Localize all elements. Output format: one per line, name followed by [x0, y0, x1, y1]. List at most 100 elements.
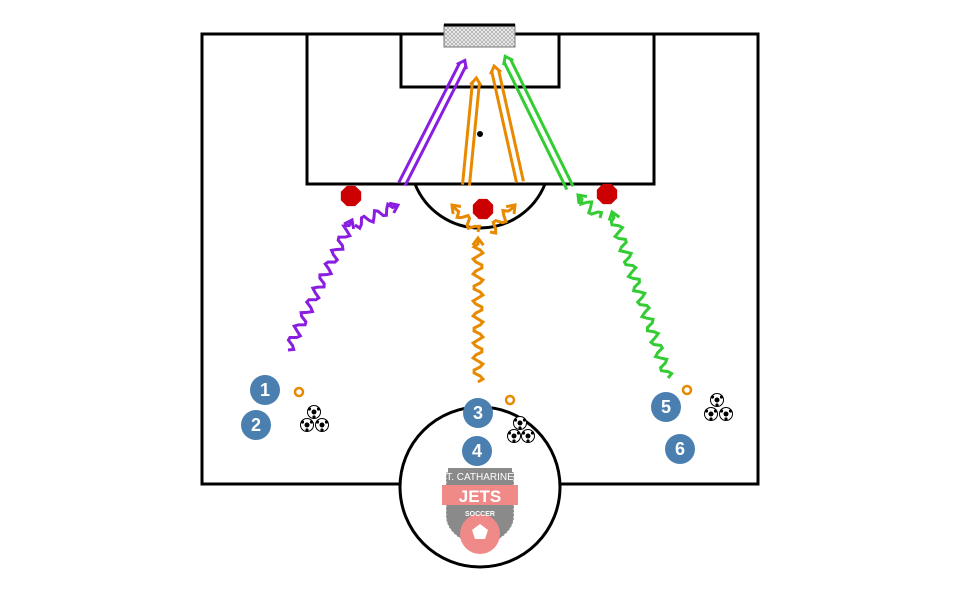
- orange-dribble-right: [489, 203, 517, 235]
- ball-patch: [714, 397, 720, 403]
- player-label: 3: [473, 403, 483, 423]
- orange-dribble-left-arrow: [450, 203, 462, 215]
- orange-shot-right: [490, 68, 525, 184]
- marker-disc-3: [681, 384, 693, 396]
- ball-patch: [719, 395, 724, 399]
- ball-patch: [513, 418, 518, 422]
- ball-patch: [723, 411, 729, 417]
- green-shot-path-arrow: [502, 54, 514, 66]
- ball-patch: [304, 422, 310, 428]
- purple-dribble-path-2: [354, 201, 399, 231]
- orange-dribble-path-arrow: [471, 235, 485, 247]
- player-label: 4: [472, 441, 482, 461]
- ball-patch: [307, 407, 312, 411]
- player-label: 2: [251, 415, 261, 435]
- logo-ball-patch: [472, 524, 488, 539]
- soccer-ball-icon: [507, 429, 521, 443]
- ball-patch: [316, 407, 321, 411]
- green-dribble-path: [609, 211, 674, 379]
- player-4[interactable]: 4: [462, 436, 492, 466]
- green-dribble-path-2: [576, 193, 604, 219]
- soccer-ball-icon: [307, 405, 321, 419]
- orange-dribble-left: [450, 203, 482, 233]
- ball-patch: [518, 426, 522, 430]
- soccer-ball-icon: [521, 429, 535, 443]
- movement-paths: [286, 54, 674, 384]
- player-5[interactable]: 5: [651, 392, 681, 422]
- player-1[interactable]: 1: [250, 375, 280, 405]
- ball-patch: [517, 420, 523, 426]
- ball-patch: [512, 439, 516, 443]
- ball-patch: [709, 417, 713, 421]
- orange-shot-left: [461, 81, 481, 186]
- ball-patch: [311, 409, 317, 415]
- cone-2: [472, 198, 494, 220]
- ball-patch: [309, 420, 314, 424]
- ball-patch: [708, 411, 714, 417]
- ball-patch: [525, 433, 531, 439]
- player-label: 5: [661, 397, 671, 417]
- ball-patch: [300, 420, 305, 424]
- green-dribble-path-2-arrow: [576, 193, 588, 205]
- ball-patch: [319, 422, 325, 428]
- ball-patch: [530, 431, 535, 435]
- soccer-ball-icon: [704, 407, 718, 421]
- marker-disc-1: [293, 386, 305, 398]
- ball-patch: [305, 428, 309, 432]
- ball-patch: [526, 439, 530, 443]
- soccer-ball-icon: [315, 418, 329, 432]
- soccer-ball-icon: [513, 416, 527, 430]
- club-logo: ST. CATHARINES JETS SOCCER: [440, 468, 521, 554]
- ball-patch: [710, 395, 715, 399]
- purple-dribble-path-2-arrow: [388, 201, 401, 214]
- logo-bottom-text: SOCCER: [465, 511, 495, 518]
- ball-patch: [522, 418, 527, 422]
- orange-dribble-path: [470, 238, 486, 384]
- cone-1: [340, 185, 362, 207]
- ball-patch: [521, 431, 526, 435]
- ball-patch: [511, 433, 517, 439]
- player-3[interactable]: 3: [463, 398, 493, 428]
- player-6[interactable]: 6: [665, 434, 695, 464]
- ball-patch: [315, 420, 320, 424]
- purple-dribble-path: [286, 219, 354, 352]
- player-label: 1: [260, 380, 270, 400]
- orange-dribble-right-arrow: [505, 203, 517, 215]
- ball-patch: [724, 417, 728, 421]
- ball-patch: [704, 409, 709, 413]
- ball-patch: [324, 420, 329, 424]
- ball-patch: [516, 431, 521, 435]
- soccer-ball-icon: [300, 418, 314, 432]
- goal-net: [443, 24, 516, 48]
- penalty-box: [305, 32, 656, 186]
- ball-patch: [728, 409, 733, 413]
- logo-top-banner: [448, 468, 512, 484]
- ball-patch: [715, 403, 719, 407]
- green-shot-path: [502, 57, 575, 191]
- cones: [340, 183, 618, 220]
- orange-shot-right-arrow: [489, 63, 502, 75]
- cone-3: [596, 183, 618, 205]
- markers: [293, 384, 693, 406]
- ball-patch: [713, 409, 718, 413]
- soccer-ball-icon: [719, 407, 733, 421]
- orange-shot-left-arrow: [469, 75, 483, 87]
- logo-top-text: ST. CATHARINES: [440, 472, 521, 483]
- ball-patch: [312, 415, 316, 419]
- ball-patch: [719, 409, 724, 413]
- purple-shot-path-arrow: [456, 58, 468, 70]
- logo-middle-banner: [442, 485, 518, 505]
- penalty-spot: [477, 131, 483, 137]
- logo-middle-text: JETS: [459, 487, 502, 506]
- purple-shot-path: [397, 61, 468, 187]
- purple-dribble-path-arrow: [343, 217, 356, 230]
- soccer-ball-icon: [710, 393, 724, 407]
- balls: [300, 393, 733, 443]
- ball-patch: [320, 428, 324, 432]
- green-dribble-path-arrow: [607, 209, 621, 222]
- player-label: 6: [675, 439, 685, 459]
- ball-patch: [507, 431, 512, 435]
- player-2[interactable]: 2: [241, 410, 271, 440]
